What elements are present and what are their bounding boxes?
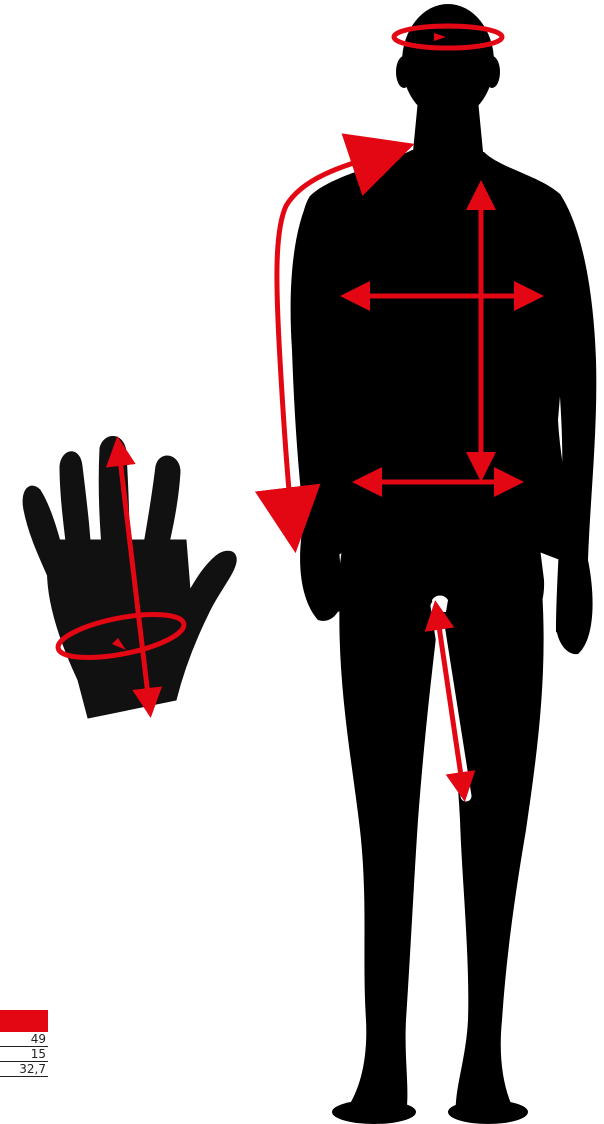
size-value: 49 — [0, 1032, 48, 1047]
size-table-header — [0, 1010, 48, 1032]
size-value: 32,7 — [0, 1062, 48, 1077]
size-table: 49 15 32,7 — [0, 1010, 48, 1077]
hand-silhouette — [23, 436, 236, 718]
size-value: 15 — [0, 1047, 48, 1062]
